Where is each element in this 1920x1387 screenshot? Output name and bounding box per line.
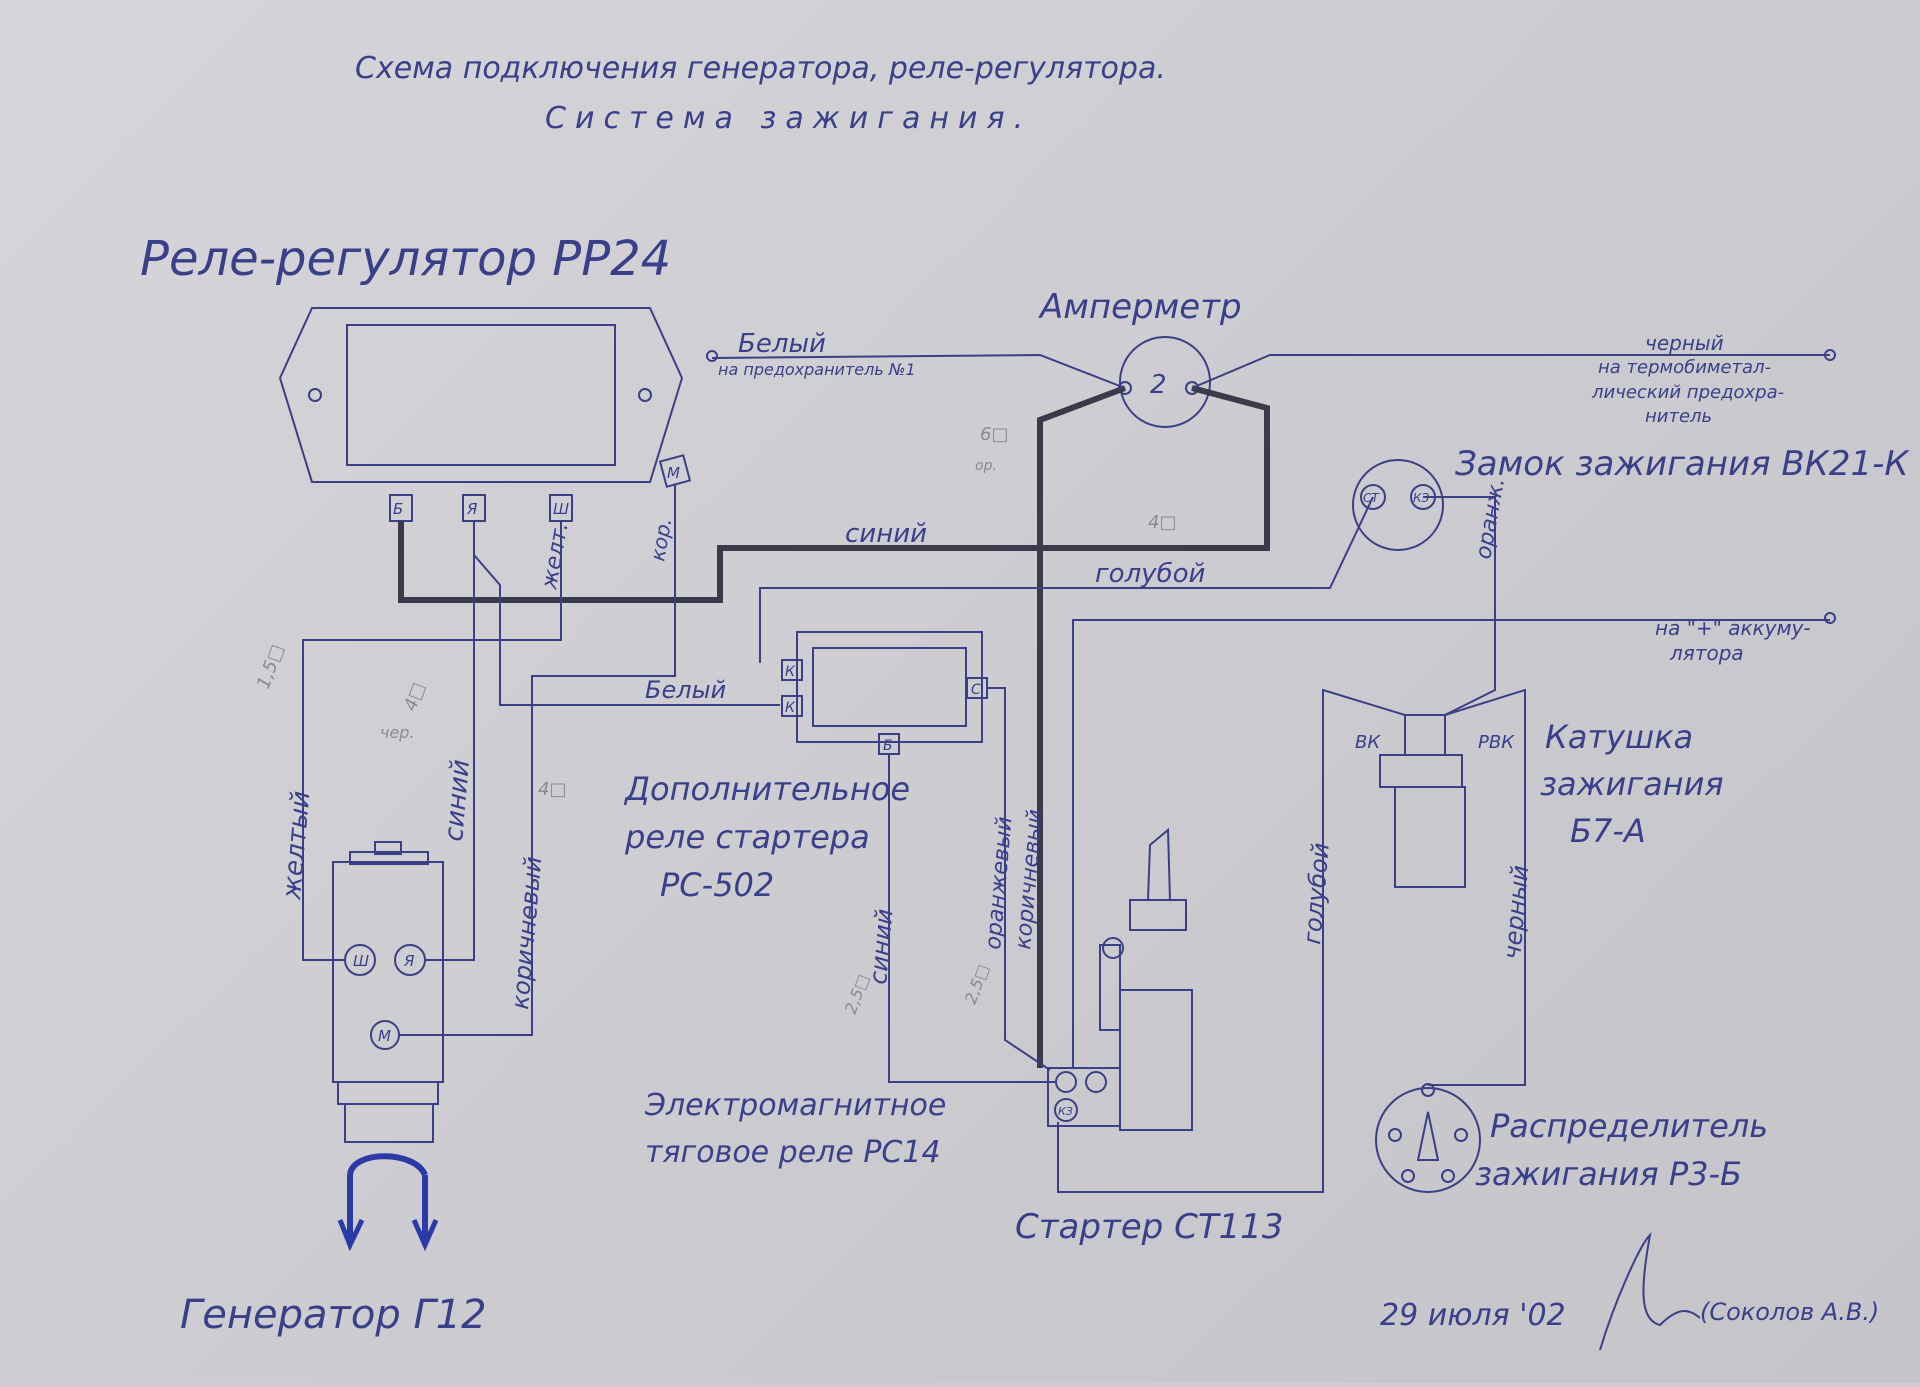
wire-white-top: Белый	[738, 329, 826, 359]
starter-terminal-kz: КЗ	[1058, 1105, 1073, 1118]
ammeter-label: Амперметр	[1038, 287, 1242, 327]
wire-black-top: черный	[1645, 331, 1724, 355]
distributor-r3b: Распределитель зажигания Р3-Б	[1375, 1083, 1768, 1193]
footer-date: 29 июля '02	[1380, 1298, 1566, 1333]
wire-labels: Белый на предохранитель №1 черный на тер…	[277, 329, 1811, 1011]
starter-relay-label2: реле стартера	[624, 818, 870, 856]
gen-terminal-ya: Я	[403, 952, 415, 970]
wire-black-coil: черный	[1498, 864, 1534, 961]
wire-white-mid: Белый	[645, 676, 726, 704]
starter-relay-rs502: К К С Б Дополнительное реле стартера РС-…	[623, 631, 988, 904]
distributor-label1: Распределитель	[1490, 1107, 1768, 1145]
pencil-note-6: чер.	[380, 723, 415, 742]
ammeter-mark: 2	[1150, 370, 1167, 400]
signature-mark	[1599, 1232, 1701, 1351]
coil-terminal-vk: ВК	[1355, 732, 1381, 753]
rs-terminal-k2: К	[785, 700, 796, 716]
wire-light-blue-coil: голубой	[1298, 842, 1335, 946]
gen-terminal-m: М	[378, 1027, 391, 1045]
wire-black-note2: лический предохра-	[1591, 382, 1784, 403]
pencil-note-3: 4□	[1148, 512, 1176, 533]
wire-light-blue: голубой	[1095, 559, 1205, 589]
gen-terminal-sh: Ш	[353, 952, 369, 970]
pencil-note-7: 4□	[538, 779, 566, 800]
rs-terminal-k1: К	[785, 664, 796, 680]
pencil-note-4: 1,5□	[253, 642, 288, 692]
generator-g12: Ш Я М Генератор Г12	[180, 841, 487, 1338]
coil-terminal-rvk: РВК	[1478, 732, 1515, 753]
wire-brown-short: кор.	[645, 516, 676, 563]
traction-relay-label1: Электромагнитное	[644, 1088, 946, 1123]
wire-yellow: желтый	[277, 790, 316, 902]
battery-note2: лятора	[1669, 641, 1744, 665]
reg-terminal-ya: Я	[466, 500, 478, 518]
lock-terminal-kz: КЗ	[1413, 491, 1430, 505]
coil-label2: зажигания	[1540, 765, 1724, 803]
ignition-lock: Замок зажигания ВК21-К СТ КЗ	[1352, 444, 1910, 551]
wire-blue-relay: синий	[864, 908, 898, 986]
pencil-note-1: 6□	[980, 424, 1008, 445]
starter-label: Стартер СТ113	[1015, 1207, 1283, 1247]
regulator-rr24: Реле-регулятор РР24 Б Я Ш М	[140, 231, 692, 522]
rs-terminal-b: Б	[883, 738, 893, 754]
thin-wires	[302, 349, 1836, 1193]
wire-blue-left: синий	[439, 758, 476, 842]
starter-st113: КЗ Электромагнитное тяговое реле РС14 Ст…	[644, 827, 1283, 1247]
traction-relay-label2: тяговое реле РС14	[645, 1135, 941, 1170]
wire-orange-short: оранж.	[1471, 476, 1510, 561]
generator-label: Генератор Г12	[180, 1292, 487, 1338]
pencil-notes: 6□ ор. 4□ 1,5□ 4□ чер. 4□ 2,5□ 2,5□	[253, 424, 1177, 1016]
coil-label3: Б7-А	[1570, 812, 1646, 850]
regulator-label: Реле-регулятор РР24	[140, 231, 671, 287]
battery-note1: на "+" аккуму-	[1655, 616, 1811, 640]
pencil-note-9: 2,5□	[961, 962, 993, 1007]
ignition-coil-b7a: ВК РВК Катушка зажигания Б7-А	[1355, 714, 1724, 888]
footer-signature: (Соколов А.В.)	[1700, 1298, 1879, 1326]
wire-blue: синий	[845, 519, 927, 549]
title-line1: Схема подключения генератора, реле-регул…	[355, 51, 1166, 86]
ignition-lock-label: Замок зажигания ВК21-К	[1455, 444, 1910, 484]
wire-black-note1: на термобиметал-	[1598, 357, 1771, 378]
reg-terminal-m: М	[667, 464, 680, 482]
starter-relay-label3: РС-502	[660, 866, 774, 904]
title-line2: Система зажигания.	[545, 101, 1032, 136]
distributor-label2: зажигания Р3-Б	[1475, 1155, 1742, 1193]
starter-relay-label1: Дополнительное	[623, 770, 910, 808]
thick-wires	[398, 385, 1270, 1068]
rs-terminal-s: С	[971, 682, 981, 698]
reg-terminal-sh: Ш	[553, 500, 569, 518]
pencil-note-5: 4□	[400, 680, 429, 714]
footer: 29 июля '02 (Соколов А.В.)	[1380, 1232, 1879, 1351]
reg-terminal-b: Б	[393, 500, 403, 518]
wire-white-top-note: на предохранитель №1	[718, 360, 916, 379]
coil-label1: Катушка	[1545, 718, 1693, 756]
pencil-note-8: 2,5□	[841, 972, 873, 1017]
pencil-note-2: ор.	[975, 458, 997, 474]
wire-brown: коричневый	[506, 855, 547, 1010]
wire-black-note3: нитель	[1645, 406, 1712, 427]
ammeter: Амперметр 2	[1038, 287, 1242, 428]
wire-yellow-short: желт.	[537, 520, 573, 592]
